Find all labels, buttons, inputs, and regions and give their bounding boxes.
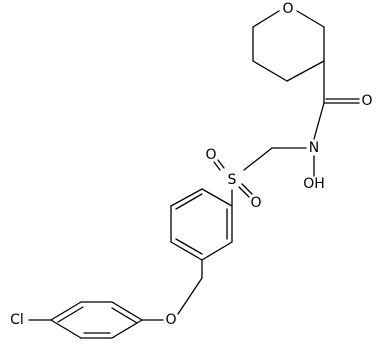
bond-o-c2 bbox=[296, 10, 325, 28]
ether-linkage bbox=[141, 259, 203, 321]
atom-label-o-carbonyl: O bbox=[361, 93, 372, 109]
bond-s-o-upper-2 bbox=[217, 159, 225, 169]
bond-ar1-1 bbox=[201, 188, 233, 207]
sulfonyl-group bbox=[213, 147, 273, 207]
bond-ar1-4-inner bbox=[175, 238, 203, 255]
atom-label-oh: OH bbox=[303, 176, 325, 192]
bond-ar1-2-inner bbox=[175, 193, 203, 210]
atom-label-o-sulfonyl-lower: O bbox=[250, 195, 261, 211]
atom-label-o-sulfonyl-upper: O bbox=[205, 147, 216, 163]
atom-label-o-pyran: O bbox=[282, 1, 293, 17]
atom-label-o-ether: O bbox=[165, 312, 176, 328]
oxane-ring bbox=[252, 10, 325, 82]
atom-label-cl: Cl bbox=[10, 312, 24, 328]
atom-label-s: S bbox=[228, 172, 237, 188]
bond-ar2-1-inner bbox=[111, 307, 138, 324]
bond-s-o-lower-2 bbox=[238, 186, 250, 198]
bond-ar2-3 bbox=[50, 301, 82, 321]
bond-ar2-6 bbox=[111, 319, 143, 339]
bond-ar2-3-inner bbox=[57, 306, 84, 323]
bond-ch2-s bbox=[243, 147, 273, 171]
bond-s-o-upper-1 bbox=[213, 161, 221, 171]
bond-ar2-4 bbox=[50, 319, 82, 339]
bond-ar1-4 bbox=[170, 241, 203, 261]
bond-ar1-5 bbox=[201, 241, 233, 261]
bond-carbonyl-c-n bbox=[313, 102, 325, 140]
benzene-ring-upper bbox=[170, 188, 233, 261]
bond-ar2-1 bbox=[111, 301, 143, 321]
atom-label-n: N bbox=[309, 140, 319, 156]
bond-ar1-2 bbox=[170, 188, 203, 207]
bond-c6-o bbox=[252, 10, 280, 28]
bond-o-ar1 bbox=[177, 277, 203, 315]
bond-c4-c5 bbox=[252, 60, 288, 82]
bond-c3-c4 bbox=[286, 60, 325, 82]
benzene-ring-lower bbox=[28, 301, 143, 339]
atom-labels: O O N OH S O O O Cl bbox=[10, 1, 372, 328]
hydroxamic-acid bbox=[271, 60, 360, 177]
bond-s-o-lower-1 bbox=[241, 183, 253, 195]
